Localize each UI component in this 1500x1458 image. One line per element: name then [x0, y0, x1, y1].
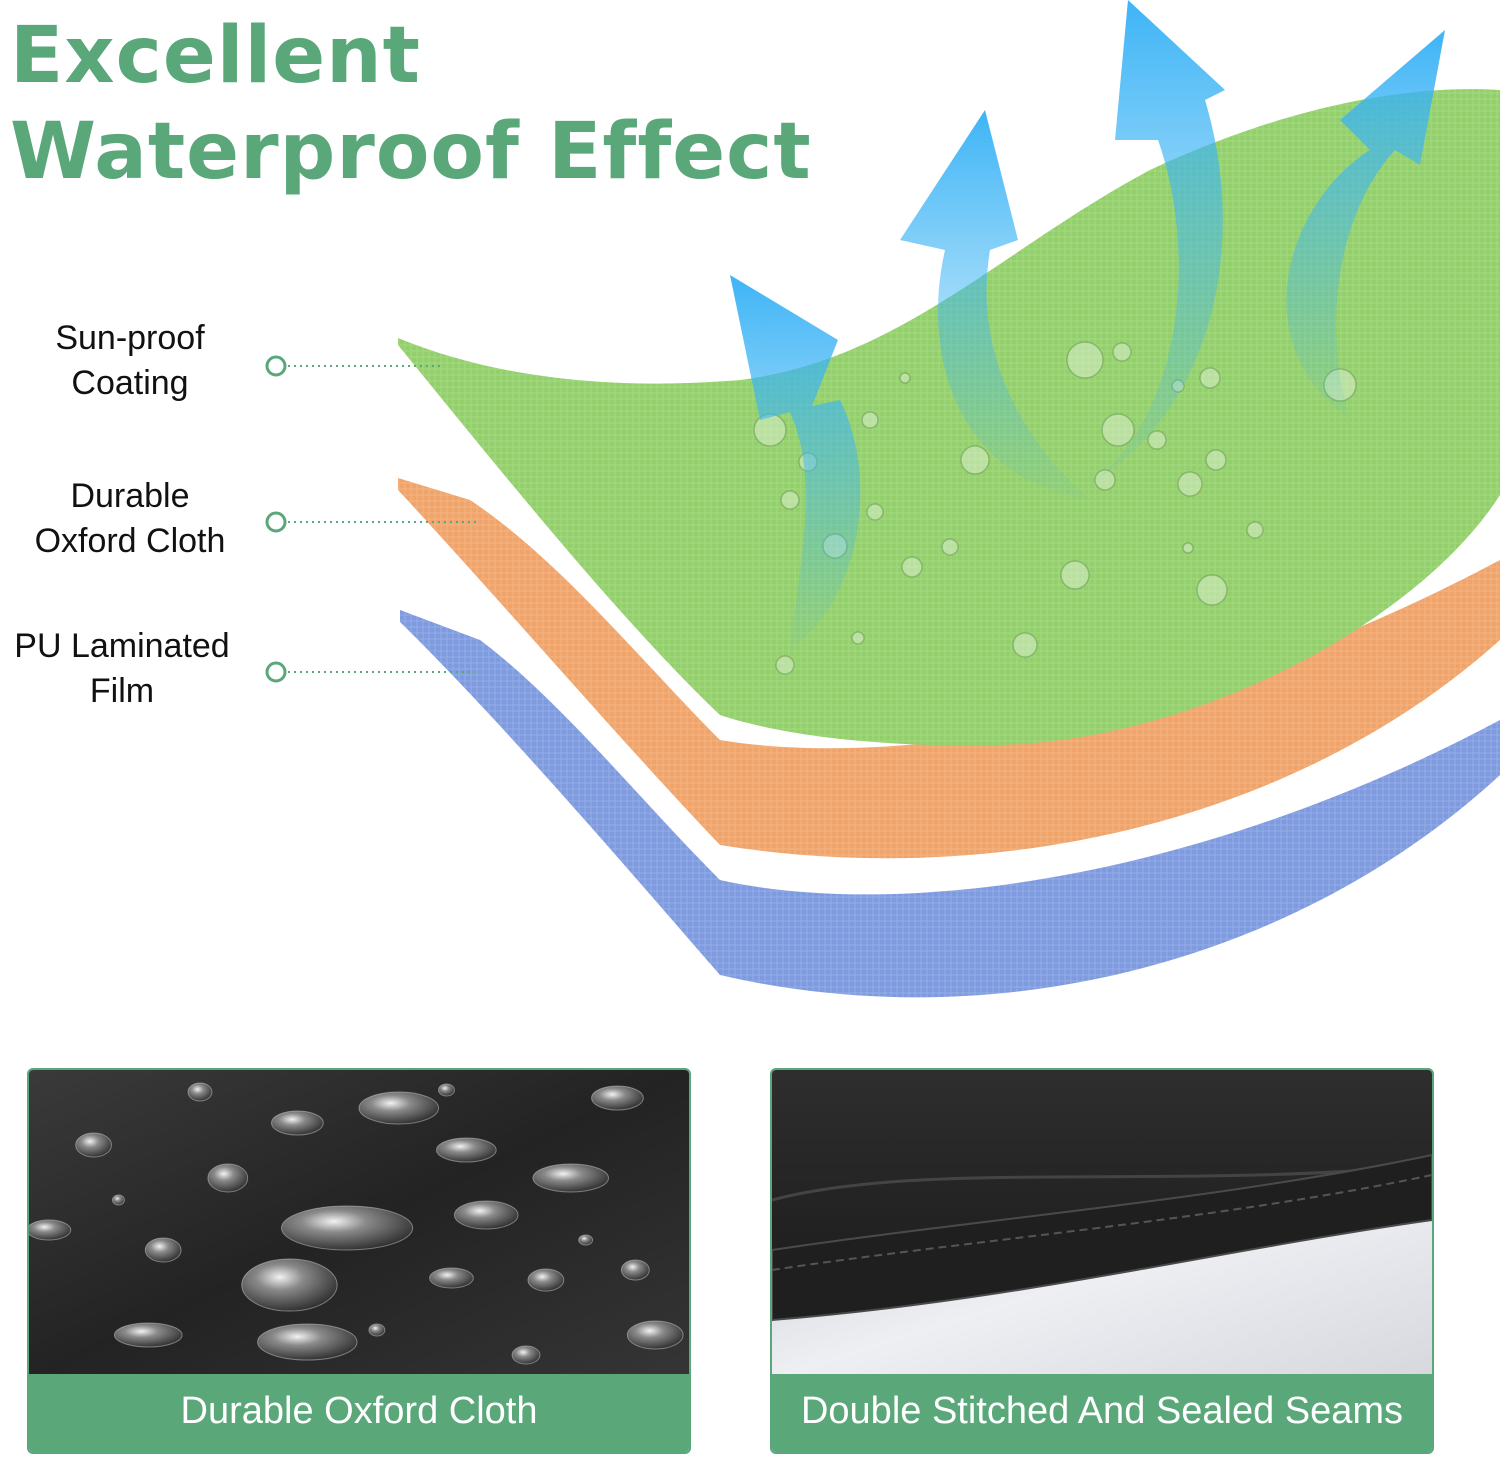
- label-line: Durable: [70, 477, 190, 515]
- panel-caption-seams: Double Stitched And Sealed Seams: [772, 1374, 1432, 1452]
- connector-dot: [265, 661, 287, 683]
- panel-sealed-seams: Double Stitched And Sealed Seams: [770, 1068, 1434, 1454]
- arrow-up-icon: [900, 110, 1090, 500]
- headline-line-2: Waterproof Effect: [10, 107, 812, 197]
- headline: Excellent Waterproof Effect: [10, 8, 812, 200]
- panel-caption-oxford: Durable Oxford Cloth: [29, 1374, 689, 1452]
- leader-lines: [288, 365, 480, 673]
- seam-edge: [772, 1153, 1432, 1322]
- headline-line-1: Excellent: [10, 11, 421, 101]
- arrow-up-icon: [730, 275, 861, 650]
- panel-oxford-cloth: Durable Oxford Cloth: [27, 1068, 691, 1454]
- breathability-arrows: [730, 0, 1445, 650]
- wet-fabric-photo: [29, 1070, 689, 1378]
- label-pu-laminated-film: PU Laminated Film: [0, 624, 252, 714]
- label-sun-proof-coating: Sun-proof Coating: [0, 316, 260, 406]
- fabric-layers-illustration: [265, 0, 1500, 998]
- label-line: Sun-proof: [55, 319, 205, 357]
- arrow-up-icon: [1080, 0, 1225, 490]
- connector-dot: [265, 355, 287, 377]
- label-line: Oxford Cloth: [34, 522, 226, 560]
- seam-photo: [772, 1070, 1432, 1378]
- connector-dot: [265, 511, 287, 533]
- label-line: Film: [89, 672, 155, 710]
- layer-connectors: [265, 355, 287, 683]
- label-line: Coating: [71, 364, 189, 402]
- label-line: PU Laminated: [14, 627, 230, 665]
- label-durable-oxford-cloth: Durable Oxford Cloth: [0, 474, 260, 564]
- arrow-up-icon: [1286, 30, 1445, 420]
